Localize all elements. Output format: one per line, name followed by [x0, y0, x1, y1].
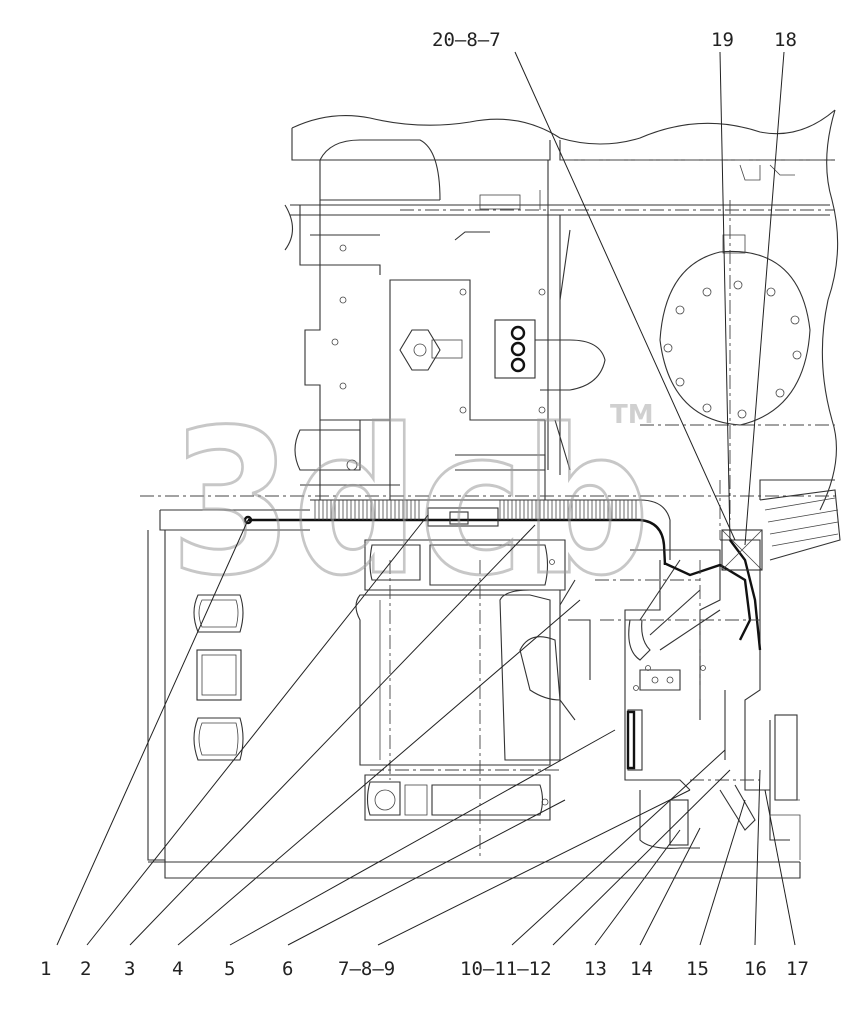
callout-5: 5	[224, 958, 235, 980]
callout-10-11-12: 10—11—12	[460, 958, 552, 980]
leader-lines	[56, 51, 796, 946]
callout-17: 17	[786, 958, 809, 980]
hose-bundle	[140, 495, 840, 566]
callout-18: 18	[774, 29, 797, 51]
cab-outline	[147, 530, 801, 879]
callout-19: 19	[711, 29, 734, 51]
top-callouts: 20—8—7 19 18	[432, 29, 797, 51]
callout-4: 4	[172, 958, 183, 980]
callout-3: 3	[124, 958, 135, 980]
callout-14: 14	[630, 958, 653, 980]
bottom-callouts: 1 2 3 4 5 6 7—8—9 10—11—12 13 14 15 16 1…	[40, 958, 809, 980]
watermark-trademark: TM	[610, 400, 654, 430]
callout-20-8-7: 20—8—7	[432, 29, 501, 51]
callout-13: 13	[584, 958, 607, 980]
callout-16: 16	[744, 958, 767, 980]
callout-15: 15	[686, 958, 709, 980]
callout-6: 6	[282, 958, 293, 980]
right-console	[600, 479, 841, 860]
frame-upper	[284, 109, 839, 511]
callout-1: 1	[40, 958, 51, 980]
corrugated-sleeve	[314, 500, 637, 520]
callout-7-8-9: 7—8—9	[338, 958, 395, 980]
flange-ring	[640, 164, 835, 520]
watermark: 3dcb TM	[169, 386, 654, 622]
callout-2: 2	[80, 958, 91, 980]
watermark-text: 3dcb	[170, 387, 650, 620]
